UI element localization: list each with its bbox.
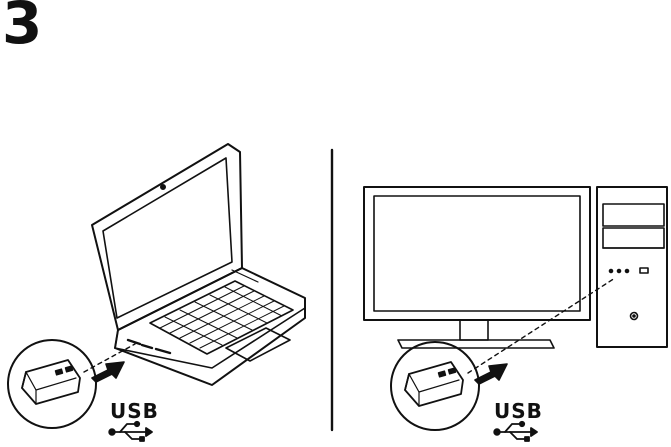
usb-icon	[109, 422, 152, 441]
laptop	[92, 144, 305, 385]
monitor	[364, 187, 590, 348]
usb-receiver-callout	[8, 340, 96, 428]
insert-arrow	[92, 362, 124, 382]
dashed-guide-right	[468, 278, 615, 373]
usb-label-left: USB	[110, 399, 159, 423]
usb-label-right: USB	[494, 399, 543, 423]
insert-arrow-right	[475, 364, 507, 384]
usb-icon-right	[494, 422, 537, 441]
usb-receiver-callout-right	[391, 342, 479, 430]
desktop-tower	[597, 187, 667, 347]
